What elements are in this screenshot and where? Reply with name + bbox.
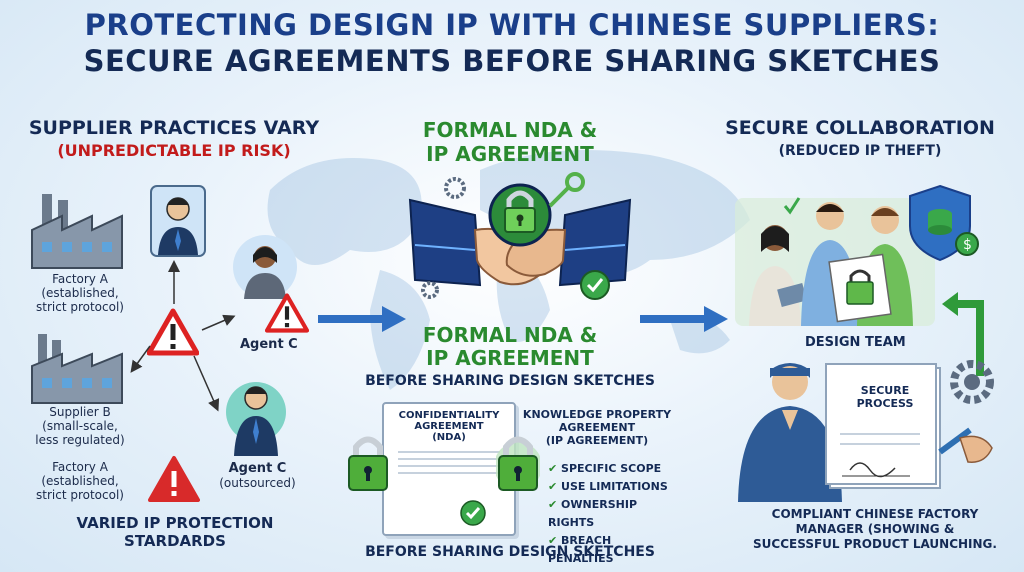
list-item: ✔ BREACH PENALTIES xyxy=(548,534,614,565)
person-avatar-icon xyxy=(233,235,297,299)
center-mid-heading-line2: IP AGREEMENT xyxy=(426,346,594,370)
center-top-heading-line2: IP AGREEMENT xyxy=(426,142,594,166)
supplier-b-line1: (small-scale, xyxy=(42,419,118,433)
page-title-line2: SECURE AGREEMENTS BEFORE SHARING SKETCHE… xyxy=(83,44,941,78)
center-caption: BEFORE SHARING DESIGN SKETCHES xyxy=(365,373,655,389)
factory-a-top-line2: strict protocol) xyxy=(36,300,124,314)
nda-title-line2: AGREEMENT xyxy=(414,421,484,432)
secure-doc-line1: SECURE xyxy=(860,384,910,397)
ip-checklist: ✔ SPECIFIC SCOPE ✔ USE LIMITATIONS ✔ OWN… xyxy=(548,460,678,568)
flow-arrow xyxy=(318,306,406,332)
agent-c-bottom-line1: (outsourced) xyxy=(219,476,296,490)
check-icon: ✔ xyxy=(548,462,562,475)
design-team-label: DESIGN TEAM xyxy=(805,335,906,350)
nda-document: CONFIDENTIALITY AGREEMENT (NDA) xyxy=(382,402,516,536)
kp-line2: AGREEMENT xyxy=(558,421,636,434)
warning-icon xyxy=(265,293,309,333)
person-avatar-icon xyxy=(226,382,286,456)
check-icon: ✔ xyxy=(548,480,562,493)
left-heading: SUPPLIER PRACTICES VARY xyxy=(28,117,320,139)
return-arrow xyxy=(942,292,984,376)
check-icon: ✔ xyxy=(548,498,562,511)
connector-arrows xyxy=(130,260,236,412)
agent-c-bottom-name: Agent C xyxy=(228,461,287,476)
person-avatar-icon xyxy=(150,185,206,257)
design-team-illustration: $ xyxy=(735,184,979,326)
supplier-b-name: Supplier B xyxy=(49,405,111,419)
nda-title-line3: (NDA) xyxy=(432,432,466,443)
list-item: ✔ OWNERSHIP RIGHTS xyxy=(548,498,638,529)
secure-doc-line2: PROCESS xyxy=(856,397,914,410)
right-subheading: (REDUCED IP THEFT) xyxy=(778,143,942,159)
flow-arrow xyxy=(640,306,728,332)
factory-a-top-name: Factory A xyxy=(52,272,108,286)
center-bottom-caption: BEFORE SHARING DESIGN SKETCHES xyxy=(365,544,655,560)
right-footer-line2: MANAGER (SHOWING & xyxy=(795,522,955,536)
left-footer-line1: VARIED IP PROTECTION xyxy=(76,514,274,532)
check-badge-icon xyxy=(460,500,486,526)
page-title-line1: PROTECTING DESIGN IP WITH CHINESE SUPPLI… xyxy=(84,8,940,42)
kp-line3: (IP AGREEMENT) xyxy=(545,434,649,447)
warning-icon xyxy=(147,308,199,356)
center-mid-heading-line1: FORMAL NDA & xyxy=(422,323,598,347)
svg-text:$: $ xyxy=(963,237,972,253)
kp-line1: KNOWLEDGE PROPERTY xyxy=(522,408,672,421)
factory-a-bottom-line1: (established, xyxy=(41,474,119,488)
lock-icon xyxy=(496,436,540,491)
check-icon: ✔ xyxy=(548,534,562,547)
agent-c-mid-label: Agent C xyxy=(240,337,298,352)
factory-manager-illustration xyxy=(738,360,994,502)
right-heading: SECURE COLLABORATION xyxy=(725,117,995,139)
factory-a-bottom-line2: strict protocol) xyxy=(36,488,124,502)
factory-icon xyxy=(31,334,123,404)
factory-a-top-line1: (established, xyxy=(41,286,119,300)
factory-a-bottom-name: Factory A xyxy=(52,460,108,474)
right-footer-line1: COMPLIANT CHINESE FACTORY xyxy=(771,507,979,521)
list-item: ✔ SPECIFIC SCOPE xyxy=(548,462,662,475)
supplier-b-line2: less regulated) xyxy=(35,433,125,447)
list-item: ✔ USE LIMITATIONS xyxy=(548,480,668,493)
warning-icon xyxy=(148,456,200,502)
handshake-lock-emblem xyxy=(408,172,632,300)
left-footer-line2: STARDARDS xyxy=(124,532,226,550)
nda-title-line1: CONFIDENTIALITY xyxy=(398,410,500,421)
center-top-heading-line1: FORMAL NDA & xyxy=(422,118,598,142)
right-footer-line3: SUCCESSFUL PRODUCT LAUNCHING. xyxy=(753,537,997,551)
lock-icon xyxy=(348,436,388,491)
left-subheading: (UNPREDICTABLE IP RISK) xyxy=(57,141,291,160)
factory-icon xyxy=(31,194,123,269)
